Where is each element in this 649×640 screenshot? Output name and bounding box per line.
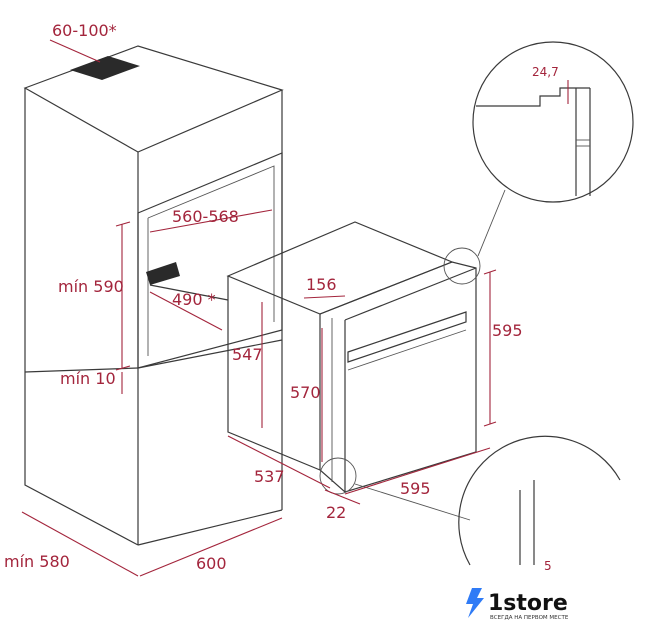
dim-cavity-height-tick-bottom (115, 365, 131, 371)
cavity-inner-back (147, 165, 275, 322)
label-front-height: 570 (290, 383, 321, 402)
detail-leader-bottom (354, 483, 471, 521)
label-total-height: 595 (492, 321, 523, 340)
detail-circle-top-large (472, 41, 634, 203)
label-cavity-height: mín 590 (58, 277, 124, 296)
detail-leader-top (477, 189, 506, 257)
label-oven-depth: 537 (254, 467, 285, 486)
brand-name: 1store (488, 591, 568, 616)
dim-cavity-width (149, 209, 273, 233)
detail-circle-bottom-small (319, 457, 357, 495)
oven-body-left (227, 276, 321, 471)
shelf-edge (149, 284, 229, 301)
label-cabinet-depth: mín 580 (4, 552, 70, 571)
oven-door-line (347, 329, 467, 371)
lower-compartment-line (137, 339, 283, 369)
cabinet (23, 45, 284, 546)
label-oven-width: 595 (400, 479, 431, 498)
brand-tagline: ВСЕГДА НА ПЕРВОМ МЕСТЕ (490, 615, 569, 621)
vent-slot (70, 56, 140, 80)
dimension-lines (21, 39, 497, 577)
dimension-labels: 60-100* 560-568 mín 590 490 * mín 10 mín… (4, 21, 559, 573)
dim-vent-leader (49, 39, 101, 63)
label-detail-bottom: 5 (544, 559, 552, 573)
cavity-opening (137, 152, 283, 369)
oven-door-handle (347, 311, 467, 363)
dim-cabinet-width (139, 517, 283, 577)
detail-view-top (472, 41, 634, 203)
detail-view-bottom (458, 435, 621, 566)
dim-total-height-tick-top (483, 269, 497, 275)
label-shelf-depth: 490 * (172, 290, 216, 309)
oven (226, 221, 477, 493)
dim-cabinet-depth (21, 511, 139, 577)
dim-shelf-depth (149, 291, 223, 331)
oven-front-top (344, 267, 477, 321)
label-detail-top: 24,7 (532, 65, 559, 79)
label-cabinet-width: 600 (196, 554, 227, 573)
label-vent: 60-100* (52, 21, 117, 40)
label-body-height: 547 (232, 345, 263, 364)
label-top-depth: 156 (306, 275, 337, 294)
dim-door-offset (324, 489, 361, 505)
dim-oven-width (344, 447, 491, 495)
brand-logo[interactable]: 1store ВСЕГДА НА ПЕРВОМ МЕСТЕ (466, 588, 569, 621)
label-gap-min: mín 10 (60, 369, 116, 388)
dim-oven-depth (227, 435, 331, 489)
cabinet-top-face (23, 45, 284, 153)
cavity-shelf (146, 262, 180, 285)
label-door-offset: 22 (326, 503, 346, 522)
cabinet-bottom-edge (137, 509, 283, 546)
lightning-icon (466, 588, 484, 618)
cabinet-front-left-edge (24, 88, 139, 546)
detail-top-profile (476, 87, 590, 107)
detail-circle-top-small (443, 247, 481, 285)
detail-circle-bottom-large (458, 435, 621, 566)
dim-total-height-tick-bottom (483, 421, 497, 427)
dim-cavity-height-tick-top (115, 221, 131, 227)
label-cavity-width: 560-568 (172, 207, 239, 226)
oven-top-face (226, 221, 454, 315)
dim-top-depth (303, 295, 346, 299)
